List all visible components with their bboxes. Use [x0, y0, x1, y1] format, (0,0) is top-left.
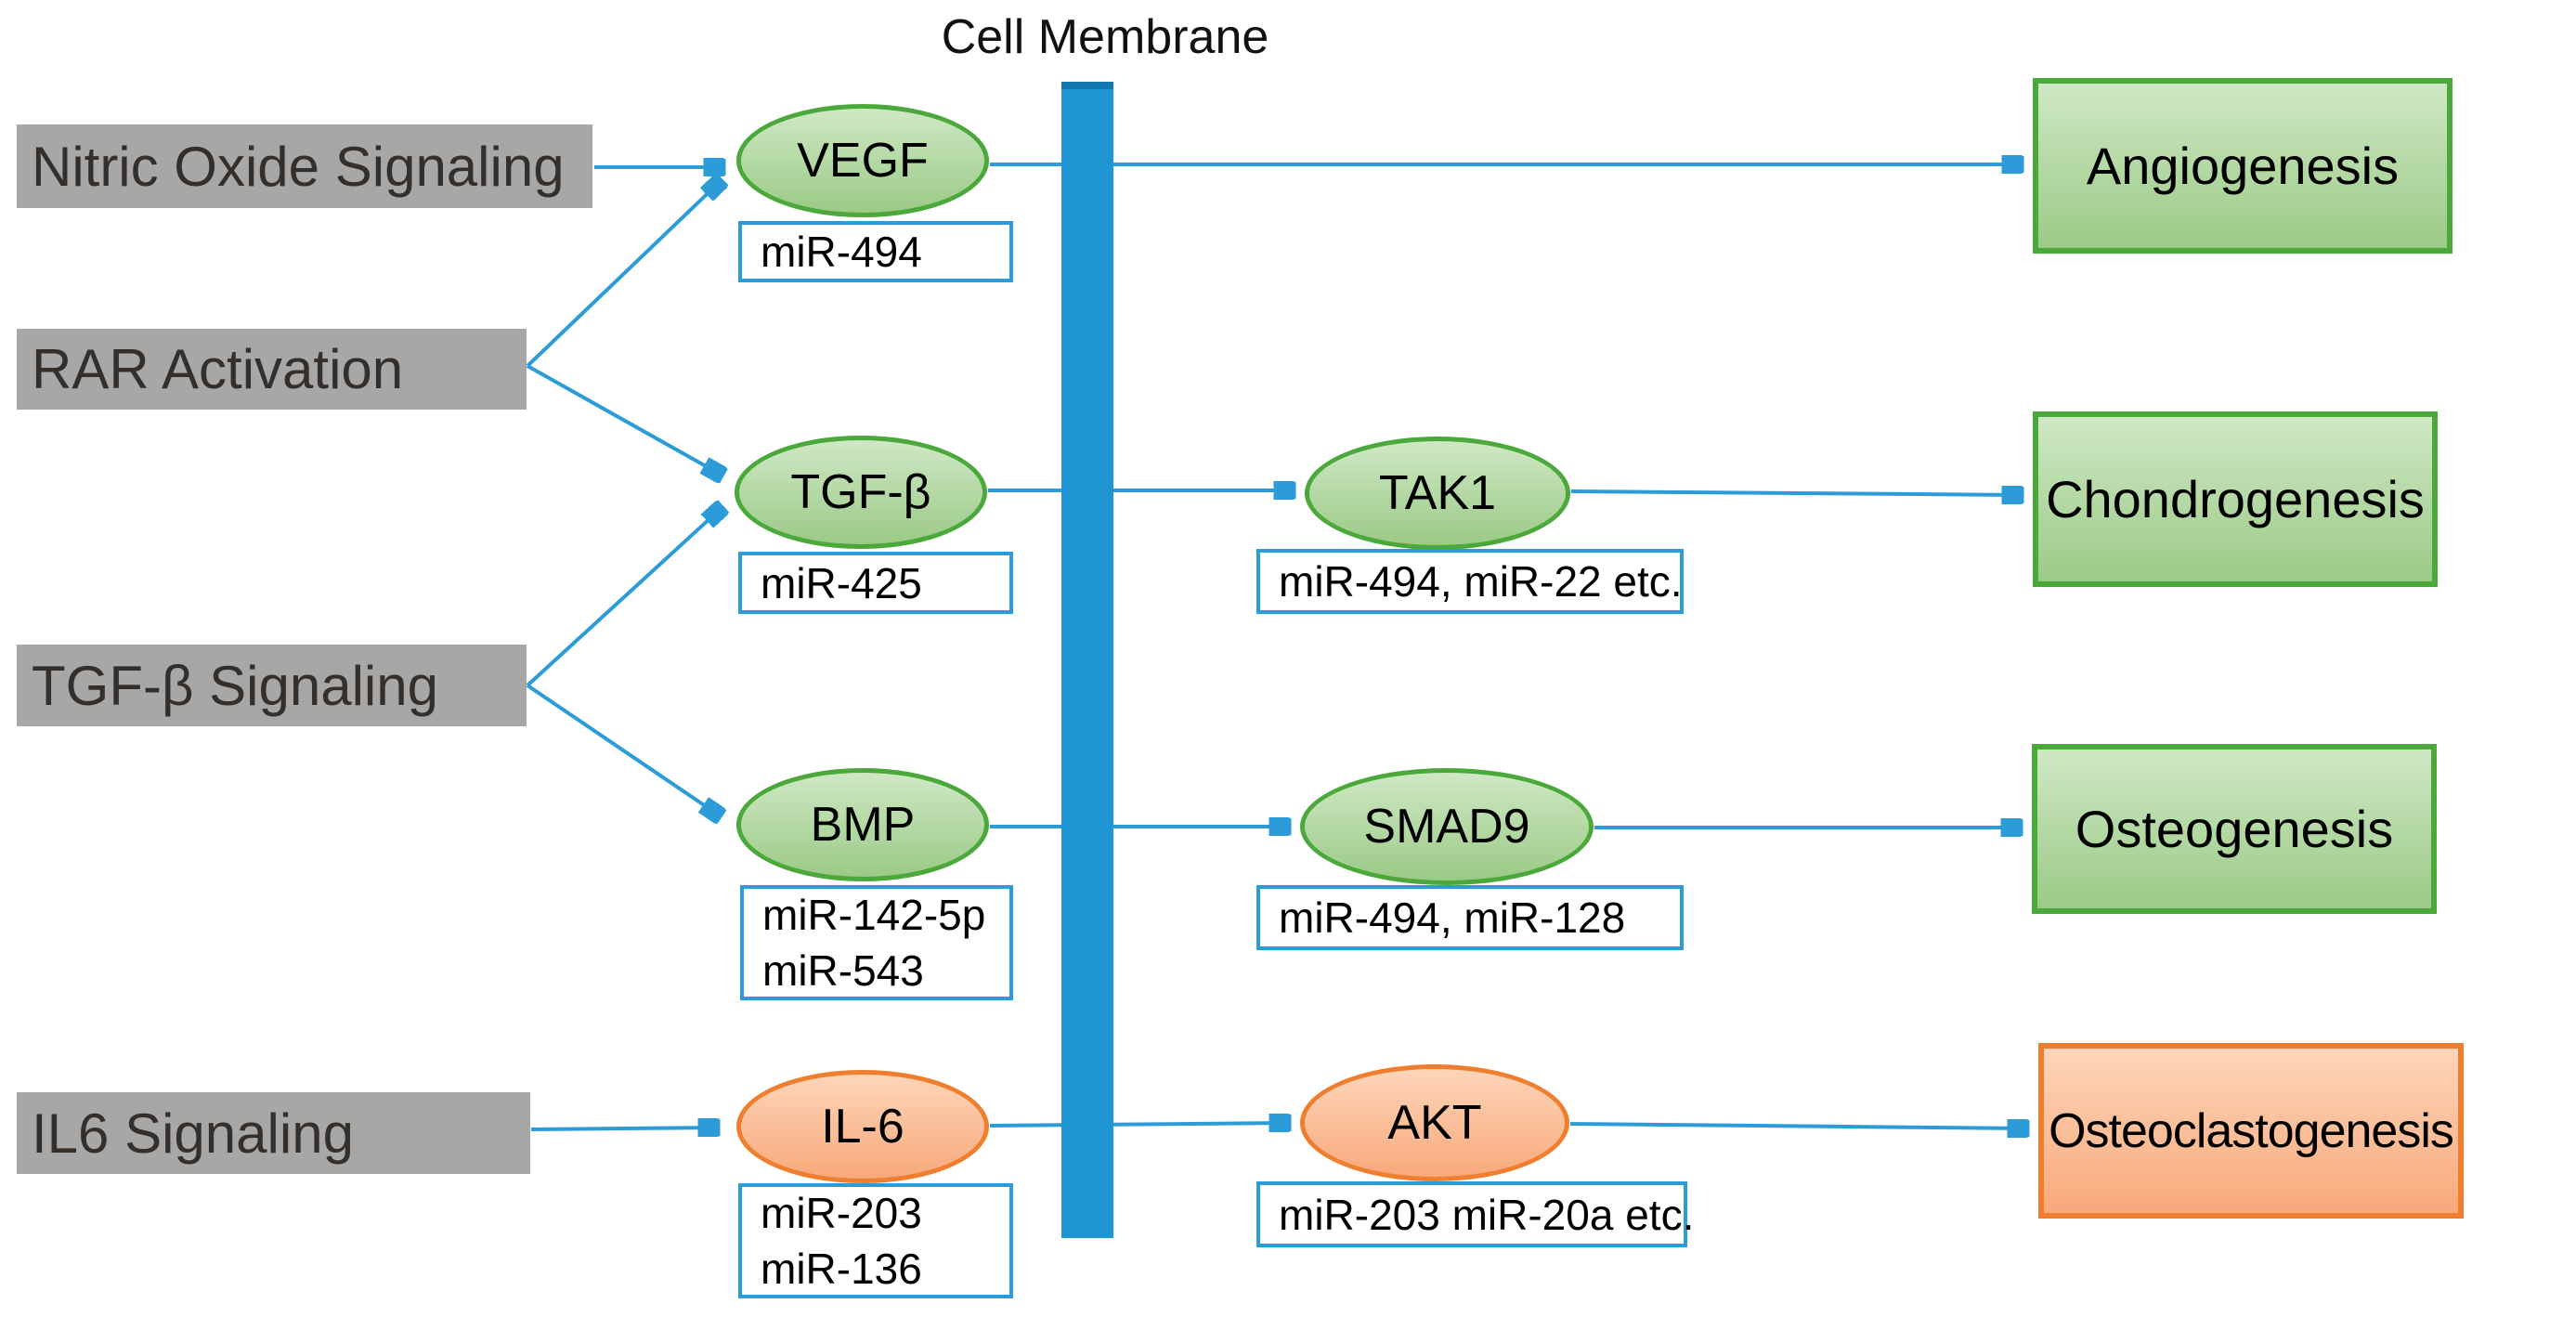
mir-box-vegf: miR-494	[738, 221, 1013, 282]
mir-label: miR-136	[761, 1245, 922, 1293]
outcome-box-chondrogenesis: Chondrogenesis	[2033, 411, 2438, 587]
node-smad9: SMAD9	[1300, 768, 1594, 885]
mir-label: miR-494, miR-22 etc.	[1279, 557, 1683, 606]
mir-label: miR-203	[761, 1189, 922, 1237]
mir-label: miR-494	[761, 228, 922, 276]
mir-box-tgfb: miR-425	[738, 552, 1013, 614]
pathway-box-nitric-oxide-signaling: Nitric Oxide Signaling	[17, 124, 592, 208]
pathway-box-rar-activation: RAR Activation	[17, 329, 527, 410]
pathway-box-il6-signaling: IL6 Signaling	[17, 1092, 530, 1174]
outcome-box-osteoclastogenesis: Osteoclastogenesis	[2038, 1043, 2464, 1219]
node-bmp: BMP	[736, 768, 989, 881]
mir-label: miR-425	[761, 558, 922, 607]
node-akt: AKT	[1300, 1064, 1569, 1181]
cell-membrane-title: Cell Membrane	[941, 10, 1269, 64]
mir-box-smad9: miR-494, miR-128	[1256, 885, 1684, 950]
edge-rar-to-vegf	[526, 180, 722, 368]
edge-tak1-to-chondrogenesis	[1570, 491, 2023, 495]
edge-il6sig-to-il6	[530, 1128, 719, 1129]
edge-akt-to-osteoclastogenesis	[1569, 1124, 2028, 1128]
edge-tgfbsig-to-tgfb	[526, 507, 722, 687]
outcome-box-osteogenesis: Osteogenesis	[2032, 744, 2437, 914]
edge-tgfbsig-to-bmp	[526, 684, 721, 816]
mir-label: miR-142-5p	[762, 891, 986, 939]
node-vegf-label: VEGF	[797, 134, 929, 188]
mir-label: miR-543	[762, 946, 924, 995]
outcome-label: Chondrogenesis	[2046, 470, 2425, 528]
outcome-label: Osteogenesis	[2075, 800, 2394, 858]
mir-label: miR-494, miR-128	[1279, 893, 1626, 942]
node-smad9-label: SMAD9	[1363, 800, 1530, 854]
node-vegf: VEGF	[736, 104, 989, 217]
outcome-box-angiogenesis: Angiogenesis	[2033, 78, 2452, 254]
node-bmp-label: BMP	[810, 798, 916, 852]
node-tgfb: TGF-β	[735, 436, 987, 549]
node-il6: IL-6	[736, 1070, 989, 1183]
node-tak1: TAK1	[1305, 437, 1570, 550]
node-tak1-label: TAK1	[1378, 466, 1497, 520]
cell-membrane-bar	[1061, 82, 1113, 1238]
mir-box-akt: miR-203 miR-20a etc.	[1256, 1181, 1695, 1247]
outcome-label: Angiogenesis	[2086, 137, 2400, 195]
mir-box-il6: miR-203 miR-136	[738, 1183, 1013, 1298]
edge-il6-to-akt	[989, 1123, 1290, 1126]
mir-box-tak1: miR-494, miR-22 etc.	[1256, 549, 1684, 614]
mir-label: miR-203 miR-20a etc.	[1279, 1190, 1695, 1239]
node-il6-label: IL-6	[821, 1100, 904, 1154]
node-tgfb-label: TGF-β	[790, 465, 931, 519]
mir-box-bmp: miR-142-5p miR-543	[740, 885, 1013, 1000]
pathway-box-tgfb-signaling: TGF-β Signaling	[17, 645, 527, 726]
outcome-label: Osteoclastogenesis	[2049, 1103, 2454, 1158]
node-akt-label: AKT	[1387, 1096, 1482, 1150]
edge-rar-to-tgfb	[527, 364, 722, 476]
